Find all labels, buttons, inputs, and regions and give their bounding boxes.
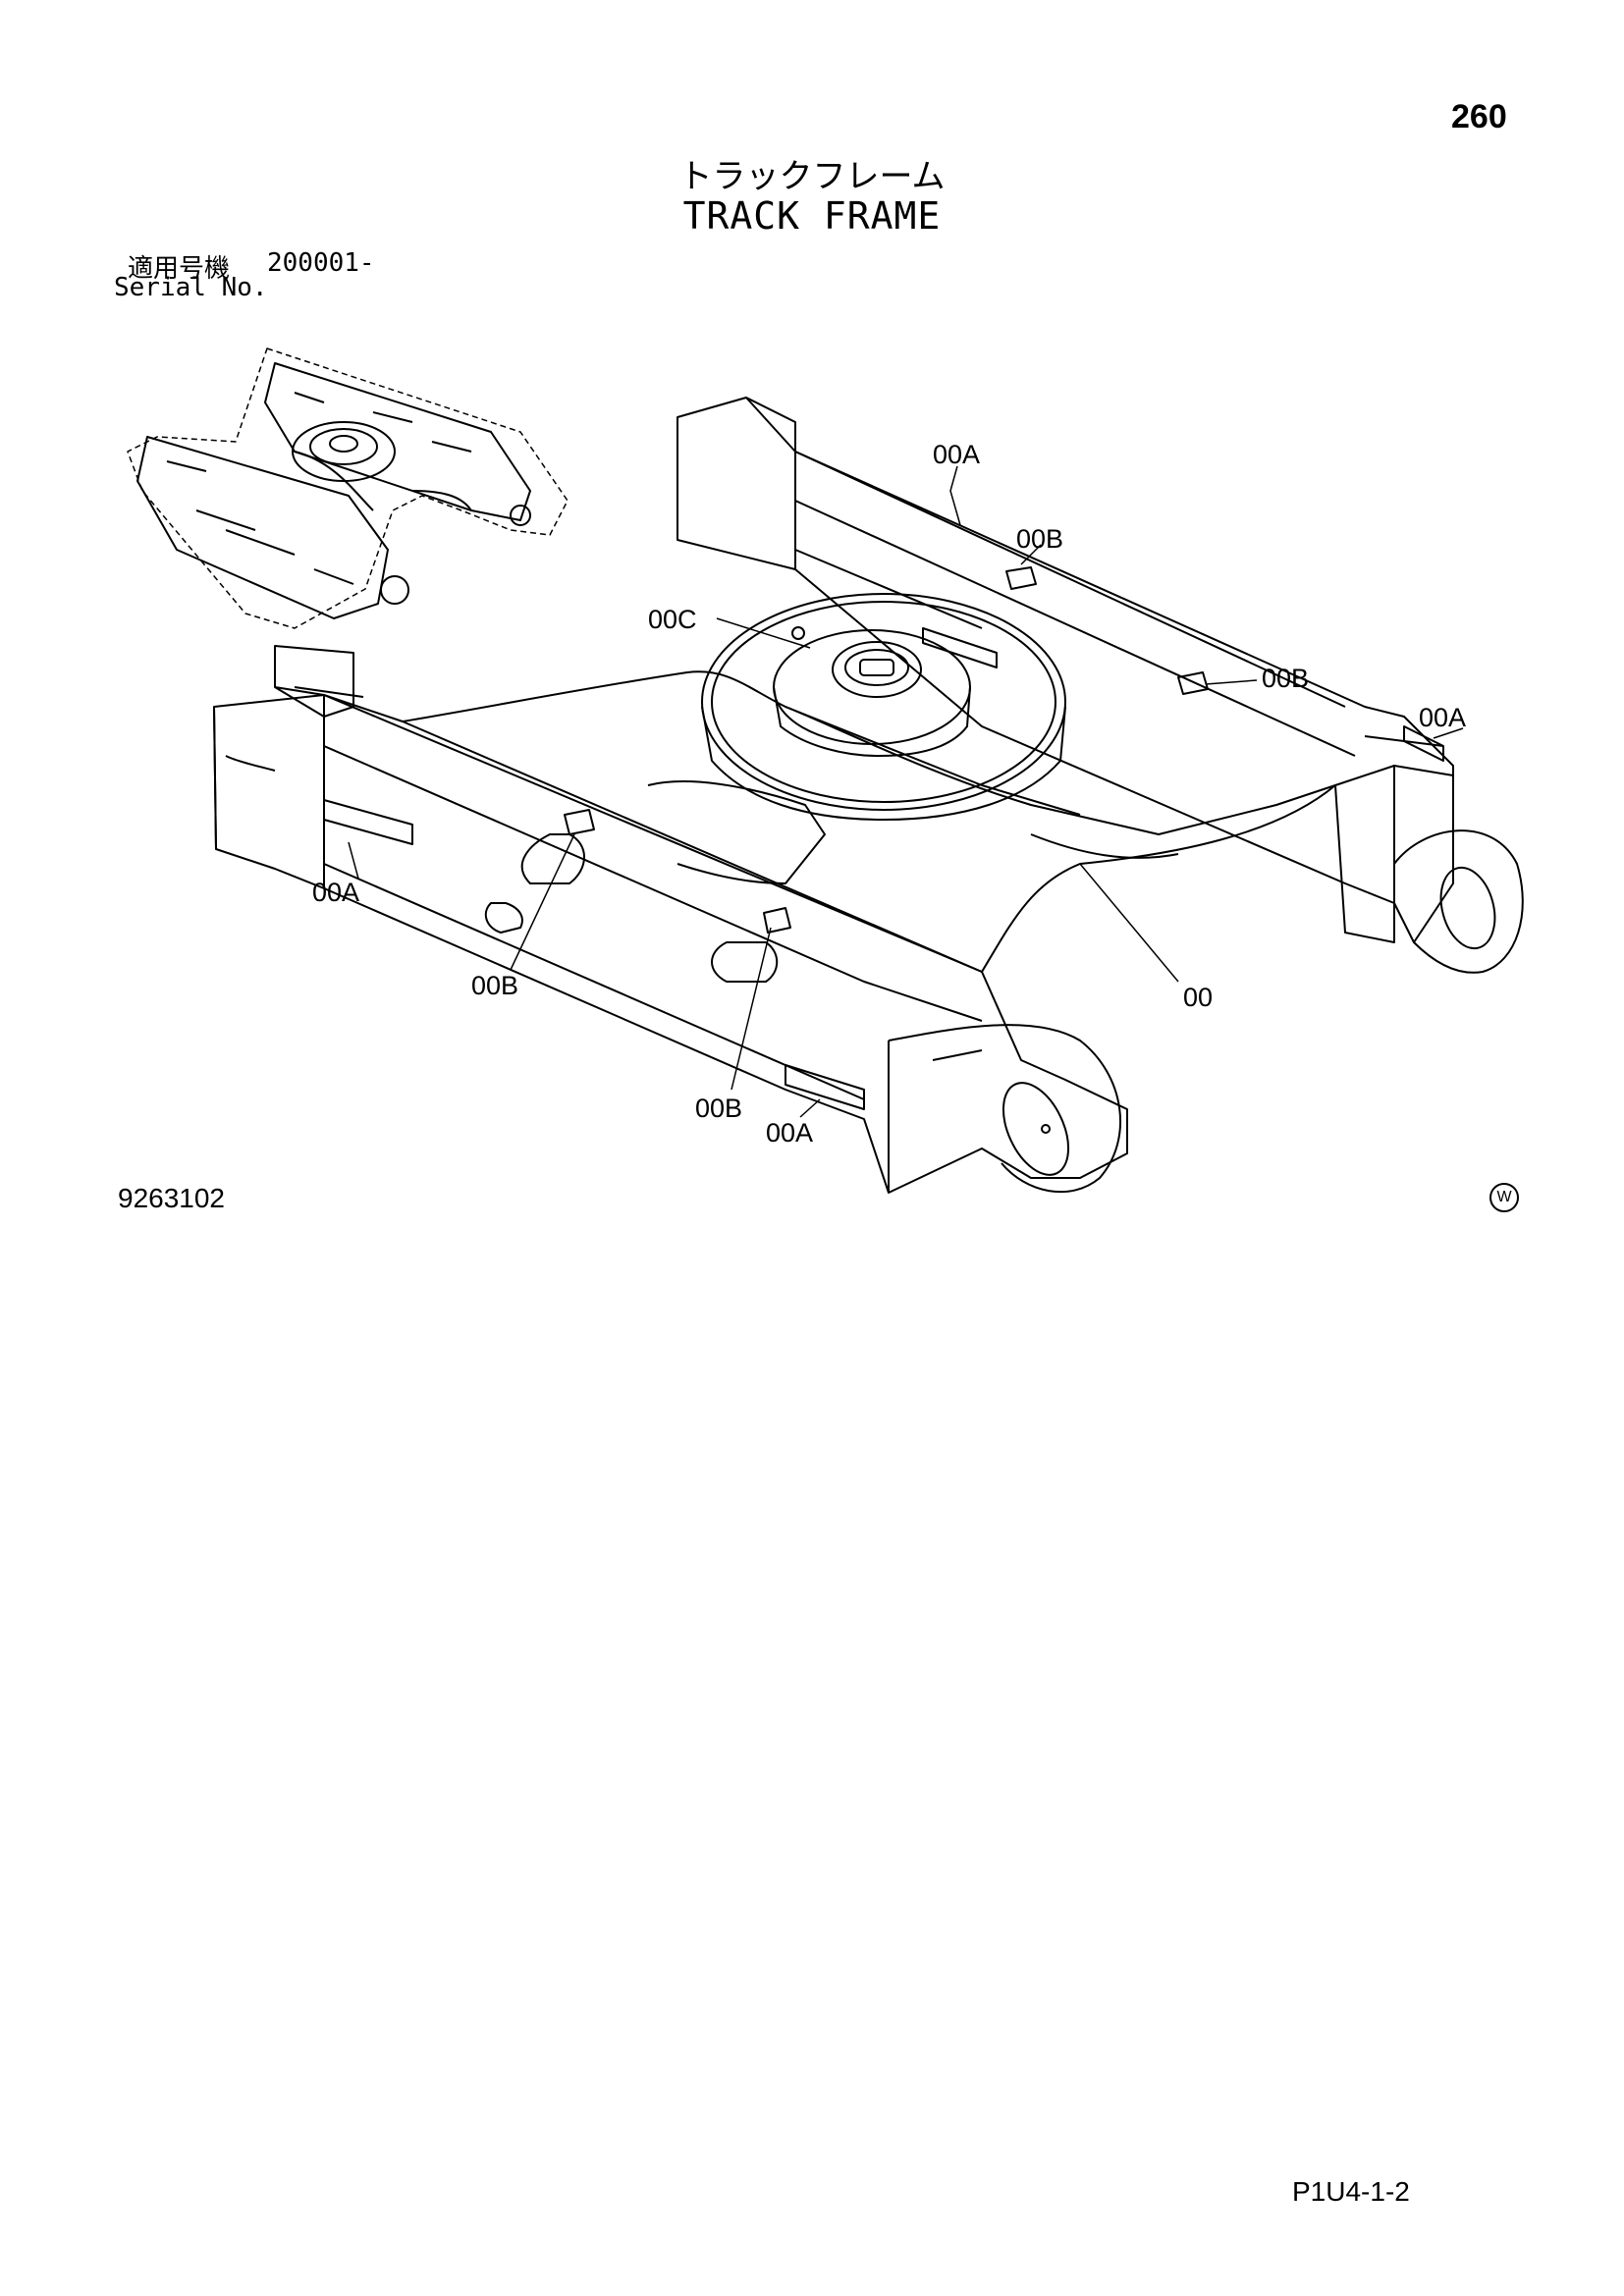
callout-labels: 00A 00B 00C 00B 00A 00A 00B 00 00B 00A: [312, 440, 1466, 1148]
title-english: TRACK FRAME: [682, 194, 942, 238]
callout-00B-bottom: 00B: [695, 1094, 742, 1123]
serial-value: 200001-: [267, 248, 375, 278]
figure-id: 9263102: [118, 1183, 226, 1213]
callout-00: 00: [1183, 983, 1213, 1012]
callout-00A-bottom: 00A: [766, 1118, 813, 1148]
overview-inset: [127, 347, 568, 629]
serial-label-japanese: 適用号機: [128, 254, 231, 284]
callout-00C: 00C: [648, 605, 697, 634]
page-code: P1U4-1-2: [1292, 2176, 1410, 2207]
callout-00B-top: 00B: [1016, 524, 1063, 554]
leader-lines: [348, 465, 1464, 1118]
main-track-frame: [213, 397, 1524, 1194]
callout-00A-top: 00A: [933, 440, 980, 469]
serial-label-english: Serial No.: [114, 273, 268, 302]
title-japanese: トラックフレーム: [678, 157, 946, 196]
callout-00A-left: 00A: [312, 878, 359, 907]
w-mark-icon: W: [1489, 1183, 1519, 1212]
callout-00B-right: 00B: [1262, 664, 1309, 693]
page-number: 260: [1451, 98, 1507, 135]
callout-00A-right: 00A: [1419, 703, 1466, 732]
callout-00B-left: 00B: [471, 971, 518, 1000]
